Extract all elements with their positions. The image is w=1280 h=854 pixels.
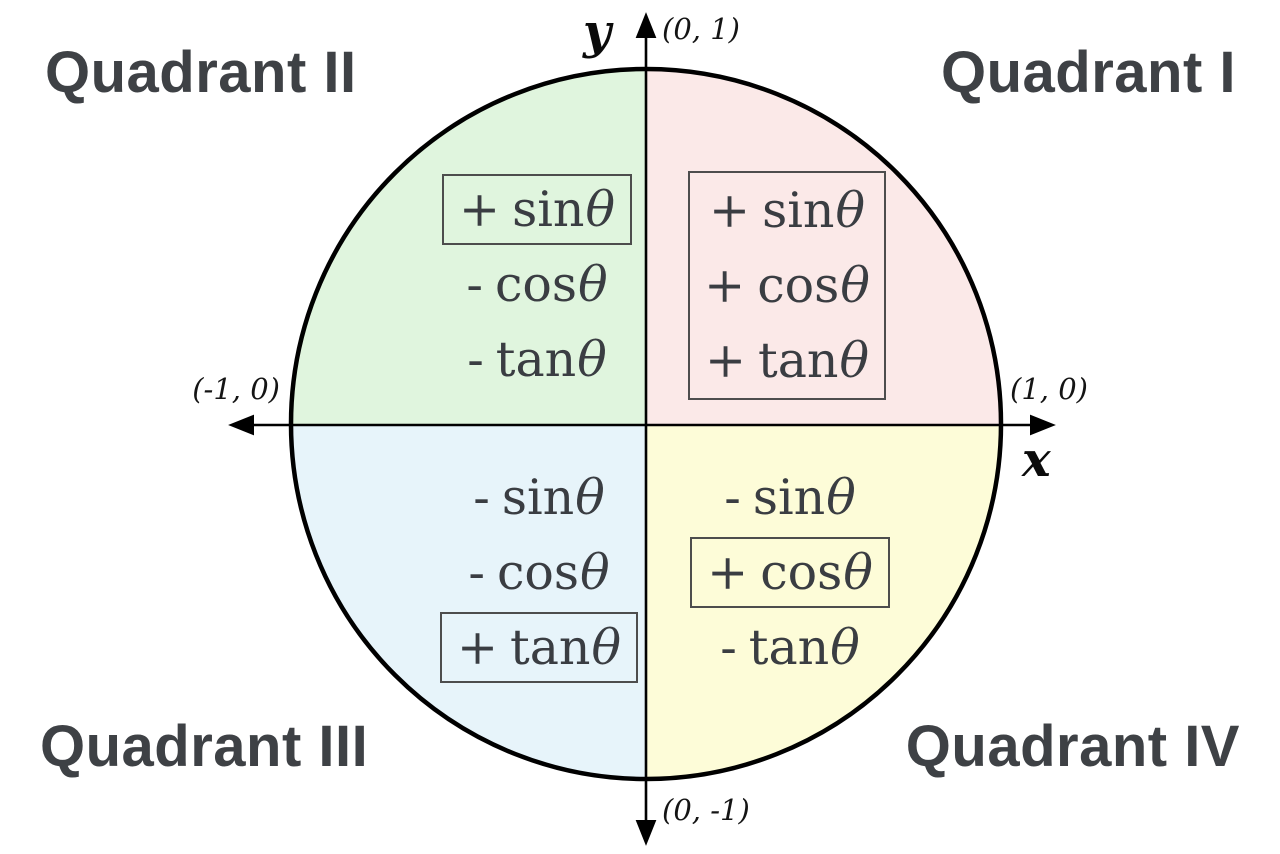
sign-symbol: + [459, 181, 501, 238]
sign-symbol: + [456, 619, 499, 676]
sign-symbol: + [707, 544, 749, 601]
function-name: tan [495, 331, 577, 388]
sign-symbol: + [709, 182, 751, 239]
theta-symbol: θ [826, 469, 856, 526]
quadrant-4-region [646, 424, 1001, 779]
y-axis-label: y [583, 4, 611, 60]
theta-symbol: θ [835, 182, 865, 239]
sign-symbol: - [466, 256, 483, 313]
theta-symbol: θ [577, 331, 607, 388]
function-name: sin [501, 469, 575, 526]
function-name: sin [752, 469, 826, 526]
theta-symbol: θ [580, 544, 610, 601]
quadrant-1-region [646, 69, 1001, 424]
theta-symbol: θ [843, 544, 873, 601]
function-name: cos [494, 256, 578, 313]
theta-symbol: θ [839, 332, 870, 389]
function-name: cos [496, 544, 580, 601]
function-name: sin [512, 181, 585, 238]
theta-symbol: θ [575, 469, 605, 526]
quadrant-3-title: Quadrant III [40, 714, 369, 779]
theta-symbol: θ [591, 619, 622, 676]
point-label-1-0: (1, 0) [1010, 372, 1088, 406]
theta-symbol: θ [578, 256, 608, 313]
sign-symbol: - [720, 619, 737, 676]
x-axis-label: x [1022, 432, 1051, 488]
function-name: cos [760, 544, 843, 601]
quadrant-1-title: Quadrant I [940, 40, 1236, 105]
quadrant-3-region [291, 424, 646, 779]
sign-symbol: + [704, 332, 747, 389]
point-label-0-1: (0, 1) [662, 12, 740, 46]
quadrant-4-title: Quadrant IV [905, 714, 1240, 779]
sign-symbol: - [724, 469, 741, 526]
function-name: sin [762, 182, 835, 239]
quadrant-2-region [291, 69, 646, 424]
sign-symbol: - [473, 469, 490, 526]
point-label-neg1-0: (-1, 0) [192, 372, 280, 406]
function-name: cos [757, 257, 840, 314]
point-label-0-neg1: (0, -1) [662, 793, 750, 827]
theta-symbol: θ [840, 257, 870, 314]
sign-symbol: - [467, 331, 484, 388]
theta-symbol: θ [830, 619, 860, 676]
function-name: tan [748, 619, 830, 676]
quadrant-2-title: Quadrant II [45, 40, 357, 105]
sign-symbol: - [468, 544, 485, 601]
function-name: tan [510, 619, 591, 676]
function-name: tan [758, 332, 839, 389]
sign-symbol: + [704, 257, 746, 314]
theta-symbol: θ [585, 181, 615, 238]
